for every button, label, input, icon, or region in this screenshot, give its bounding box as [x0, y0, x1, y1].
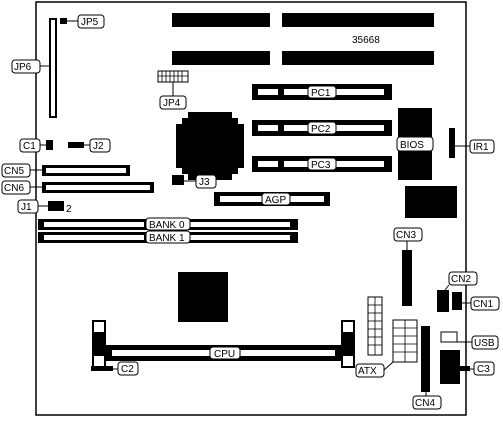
usb-label-box [471, 335, 499, 350]
cn2-label-box [448, 271, 478, 286]
isa-slot-2b [282, 51, 434, 65]
bank1-label: BANK 1 [149, 233, 185, 244]
cn6-label: CN6 [4, 183, 24, 194]
c2-jumper [91, 366, 113, 371]
cn1-label-box [470, 296, 500, 311]
cn1-label: CN1 [473, 299, 493, 310]
ir1-label: IR1 [473, 142, 489, 153]
jp5-label: JP5 [81, 17, 99, 28]
c2-label: C2 [121, 364, 134, 375]
atx-label-box [355, 363, 385, 378]
chipset-lower [405, 186, 457, 218]
jp5-label-box [77, 14, 105, 29]
cpu-label: CPU [214, 349, 235, 360]
c1-label: C1 [23, 141, 36, 152]
cn2-label: CN2 [451, 274, 471, 285]
bank0-label: BANK 0 [149, 220, 185, 231]
cn4-header [421, 326, 430, 392]
j1-pin-label: 2 [66, 204, 72, 215]
cpu-label-box [209, 346, 241, 360]
c1-jumper [46, 140, 53, 150]
j1-label: J1 [21, 202, 32, 213]
isa-slot-2a [172, 51, 270, 65]
cn3-label-box [393, 227, 423, 242]
j2-label: J2 [93, 141, 104, 152]
jp4-label-box [159, 95, 187, 110]
bank0-label-box [145, 217, 191, 231]
chipset-upper [182, 118, 238, 174]
cn2-header [437, 290, 449, 312]
j3-label-box [195, 174, 217, 189]
agp-label-box [261, 192, 291, 206]
cn4-label: CN4 [415, 398, 435, 409]
agp-label: AGP [265, 195, 286, 206]
j3-jumper [172, 175, 184, 185]
pc3-label: PC3 [311, 160, 331, 171]
usb-label: USB [474, 338, 495, 349]
jp6-header [49, 18, 57, 118]
isa-slot-1a [172, 13, 270, 27]
cn4-label-box [412, 395, 442, 410]
bios-label-box [396, 136, 434, 152]
pc3-label-box [307, 157, 337, 171]
c3-label: C3 [477, 364, 490, 375]
jp6-label: JP6 [14, 62, 32, 73]
c3-jumper [440, 366, 470, 371]
isa-slots [172, 13, 434, 65]
pc2-label: PC2 [311, 124, 331, 135]
atx-label: ATX [358, 366, 377, 377]
isa-slot-1b [282, 13, 434, 27]
pc1-label-box [307, 85, 337, 99]
j2-label-box [89, 138, 111, 153]
jp4-header [157, 70, 189, 83]
bank1-label-box [145, 230, 191, 244]
usb-port [440, 331, 458, 343]
ir1-header [449, 128, 455, 158]
j1-jumper [48, 201, 64, 211]
cpu-support-chip [178, 272, 228, 322]
pc2-label-box [307, 121, 337, 135]
ir1-label-box [469, 139, 495, 154]
c3-label-box [473, 361, 495, 376]
jp4-label: JP4 [163, 98, 181, 109]
cn5-label: CN5 [4, 166, 24, 177]
cn1-header [452, 292, 462, 310]
cn3-label: CN3 [396, 230, 416, 241]
c2-label-box [117, 361, 139, 376]
part-number: 35668 [352, 35, 380, 46]
jp5-header [60, 18, 67, 24]
j2-jumper [68, 142, 84, 148]
pc1-label: PC1 [311, 88, 331, 99]
j3-label: J3 [199, 177, 210, 188]
bios-label: BIOS [400, 140, 424, 151]
cn3-header [402, 250, 412, 306]
